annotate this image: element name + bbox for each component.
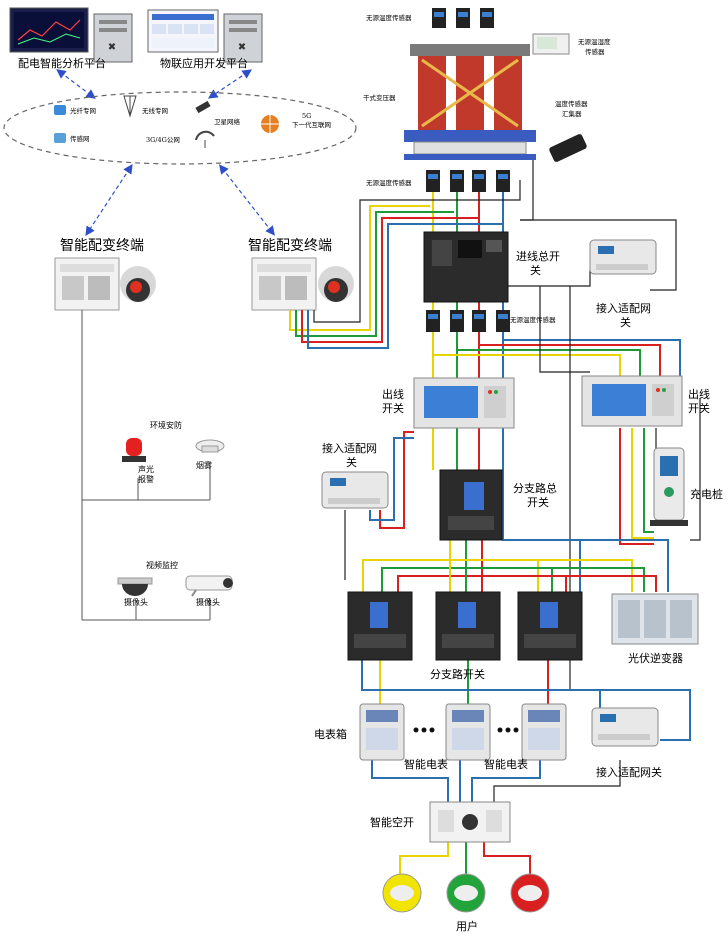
- mid-temp-sensors: [426, 170, 510, 192]
- smart-breaker: [429, 801, 511, 843]
- user-label: 用户: [456, 919, 478, 933]
- outgoing-switch-left: [413, 377, 515, 429]
- satellite-icon: [195, 100, 211, 114]
- branch-switch-2: [435, 591, 501, 661]
- branch-switch-1: [347, 591, 413, 661]
- fiveg-label-2: 下一代互联网: [292, 120, 331, 129]
- video-title: 视频监控: [146, 560, 178, 570]
- network-ellipse: [3, 91, 357, 165]
- charging-pile: [650, 447, 688, 526]
- main-incoming-switch: [423, 231, 509, 303]
- satellite-label: 卫星网络: [214, 117, 241, 126]
- humidity-sensor: [532, 33, 570, 55]
- out-right-label-2: 开关: [688, 401, 710, 415]
- collector-label-2: 汇集器: [562, 109, 582, 118]
- env-security-title: 环境安防: [150, 420, 182, 430]
- branch-main-switch: [439, 469, 503, 541]
- main-switch-label-2: 关: [530, 263, 541, 277]
- gateway-1: [589, 239, 657, 275]
- globe-icon: [261, 115, 279, 133]
- gateway3-label: 接入适配网关: [596, 765, 662, 779]
- svg-text:✖: ✖: [108, 42, 116, 53]
- fiber-icon: [54, 105, 66, 115]
- out-left-label-2: 开关: [382, 401, 404, 415]
- analysis-platform: ✖: [9, 7, 133, 63]
- sensor-net-label: 传感网: [70, 134, 90, 143]
- sensor-net-icon: [54, 133, 66, 143]
- svg-text:✖: ✖: [238, 42, 246, 53]
- gateway-3: [591, 707, 659, 747]
- gateway2-label-1: 接入适配网: [322, 442, 377, 455]
- pv-inverter: [611, 593, 699, 645]
- out-left-label-1: 出线: [382, 387, 404, 401]
- branch-main-label-2: 开关: [527, 495, 549, 509]
- smart-breaker-label: 智能空开: [370, 815, 414, 829]
- main-switch-label-1: 进线总开: [516, 249, 560, 263]
- top-temp-label: 无源温度传感器: [366, 13, 412, 22]
- alarm-label-1: 声光: [138, 464, 154, 474]
- mid-temp-label: 无源温度传感器: [366, 178, 412, 187]
- lower-temp-label: 无源温度传感器: [510, 315, 556, 324]
- collector-label-1: 温度传感器: [555, 99, 588, 108]
- cell-label: 3G/4G公网: [146, 136, 180, 144]
- user-yellow: [382, 873, 422, 913]
- gateway2-label-2: 关: [346, 455, 357, 469]
- ellipsis-dots: [413, 727, 519, 733]
- cam1-label: 摄像头: [124, 597, 148, 607]
- meter-3: [521, 703, 567, 761]
- user-green: [446, 873, 486, 913]
- terminal-right: [251, 257, 354, 311]
- branch-main-label-1: 分支路总: [513, 481, 557, 495]
- gateway1-label-2: 关: [620, 315, 631, 329]
- dry-transformer: [404, 44, 536, 160]
- outgoing-switch-right: [581, 375, 683, 427]
- terminal-left-bus: [81, 310, 211, 621]
- transformer-label: 干式变压器: [363, 93, 396, 102]
- wiring: [289, 160, 701, 874]
- humidity-label-1: 无源温湿度: [578, 37, 611, 46]
- charger-label: 充电桩: [690, 487, 723, 501]
- iot-platform-label: 物联应用开发平台: [160, 56, 248, 70]
- alarm-label-2: 报警: [138, 474, 154, 484]
- wireless-label: 无线专网: [142, 106, 168, 115]
- wireless-tower-icon: [123, 95, 137, 118]
- meter-box-label: 电表箱: [314, 727, 347, 741]
- fiveg-label-1: 5G: [302, 112, 311, 120]
- analysis-platform-label: 配电智能分析平台: [18, 56, 106, 70]
- out-right-label-1: 出线: [688, 387, 710, 401]
- cam2-label: 摄像头: [196, 597, 220, 607]
- branch-switch-label: 分支路开关: [430, 667, 485, 681]
- smoke-label: 烟雾: [196, 461, 212, 470]
- terminal-left-label: 智能配变终端: [60, 238, 144, 254]
- fiber-label: 光纤专网: [70, 106, 96, 115]
- meter1-label: 智能电表: [404, 757, 448, 771]
- meter-2: [445, 703, 491, 761]
- iot-platform: ✖: [147, 9, 263, 63]
- terminal-left: [54, 257, 156, 311]
- alarm-icon: [122, 438, 146, 462]
- meter-1: [359, 703, 405, 761]
- dome-camera-icon: [117, 577, 153, 596]
- gateway-2: [321, 471, 389, 509]
- top-temp-sensors: [432, 8, 494, 28]
- collector-icon: [549, 134, 587, 162]
- meter2-label: 智能电表: [484, 757, 528, 771]
- gateway1-label-1: 接入适配网: [596, 302, 651, 315]
- lower-temp-sensors: [426, 310, 510, 332]
- dish-icon: [195, 130, 215, 148]
- bullet-camera-icon: [185, 575, 233, 597]
- smoke-detector-icon: [195, 439, 225, 453]
- user-red: [510, 873, 550, 913]
- terminal-right-label: 智能配变终端: [248, 238, 332, 254]
- humidity-label-2: 传感器: [585, 47, 605, 56]
- pv-inverter-label: 光伏逆变器: [628, 651, 683, 665]
- branch-switch-3: [517, 591, 583, 661]
